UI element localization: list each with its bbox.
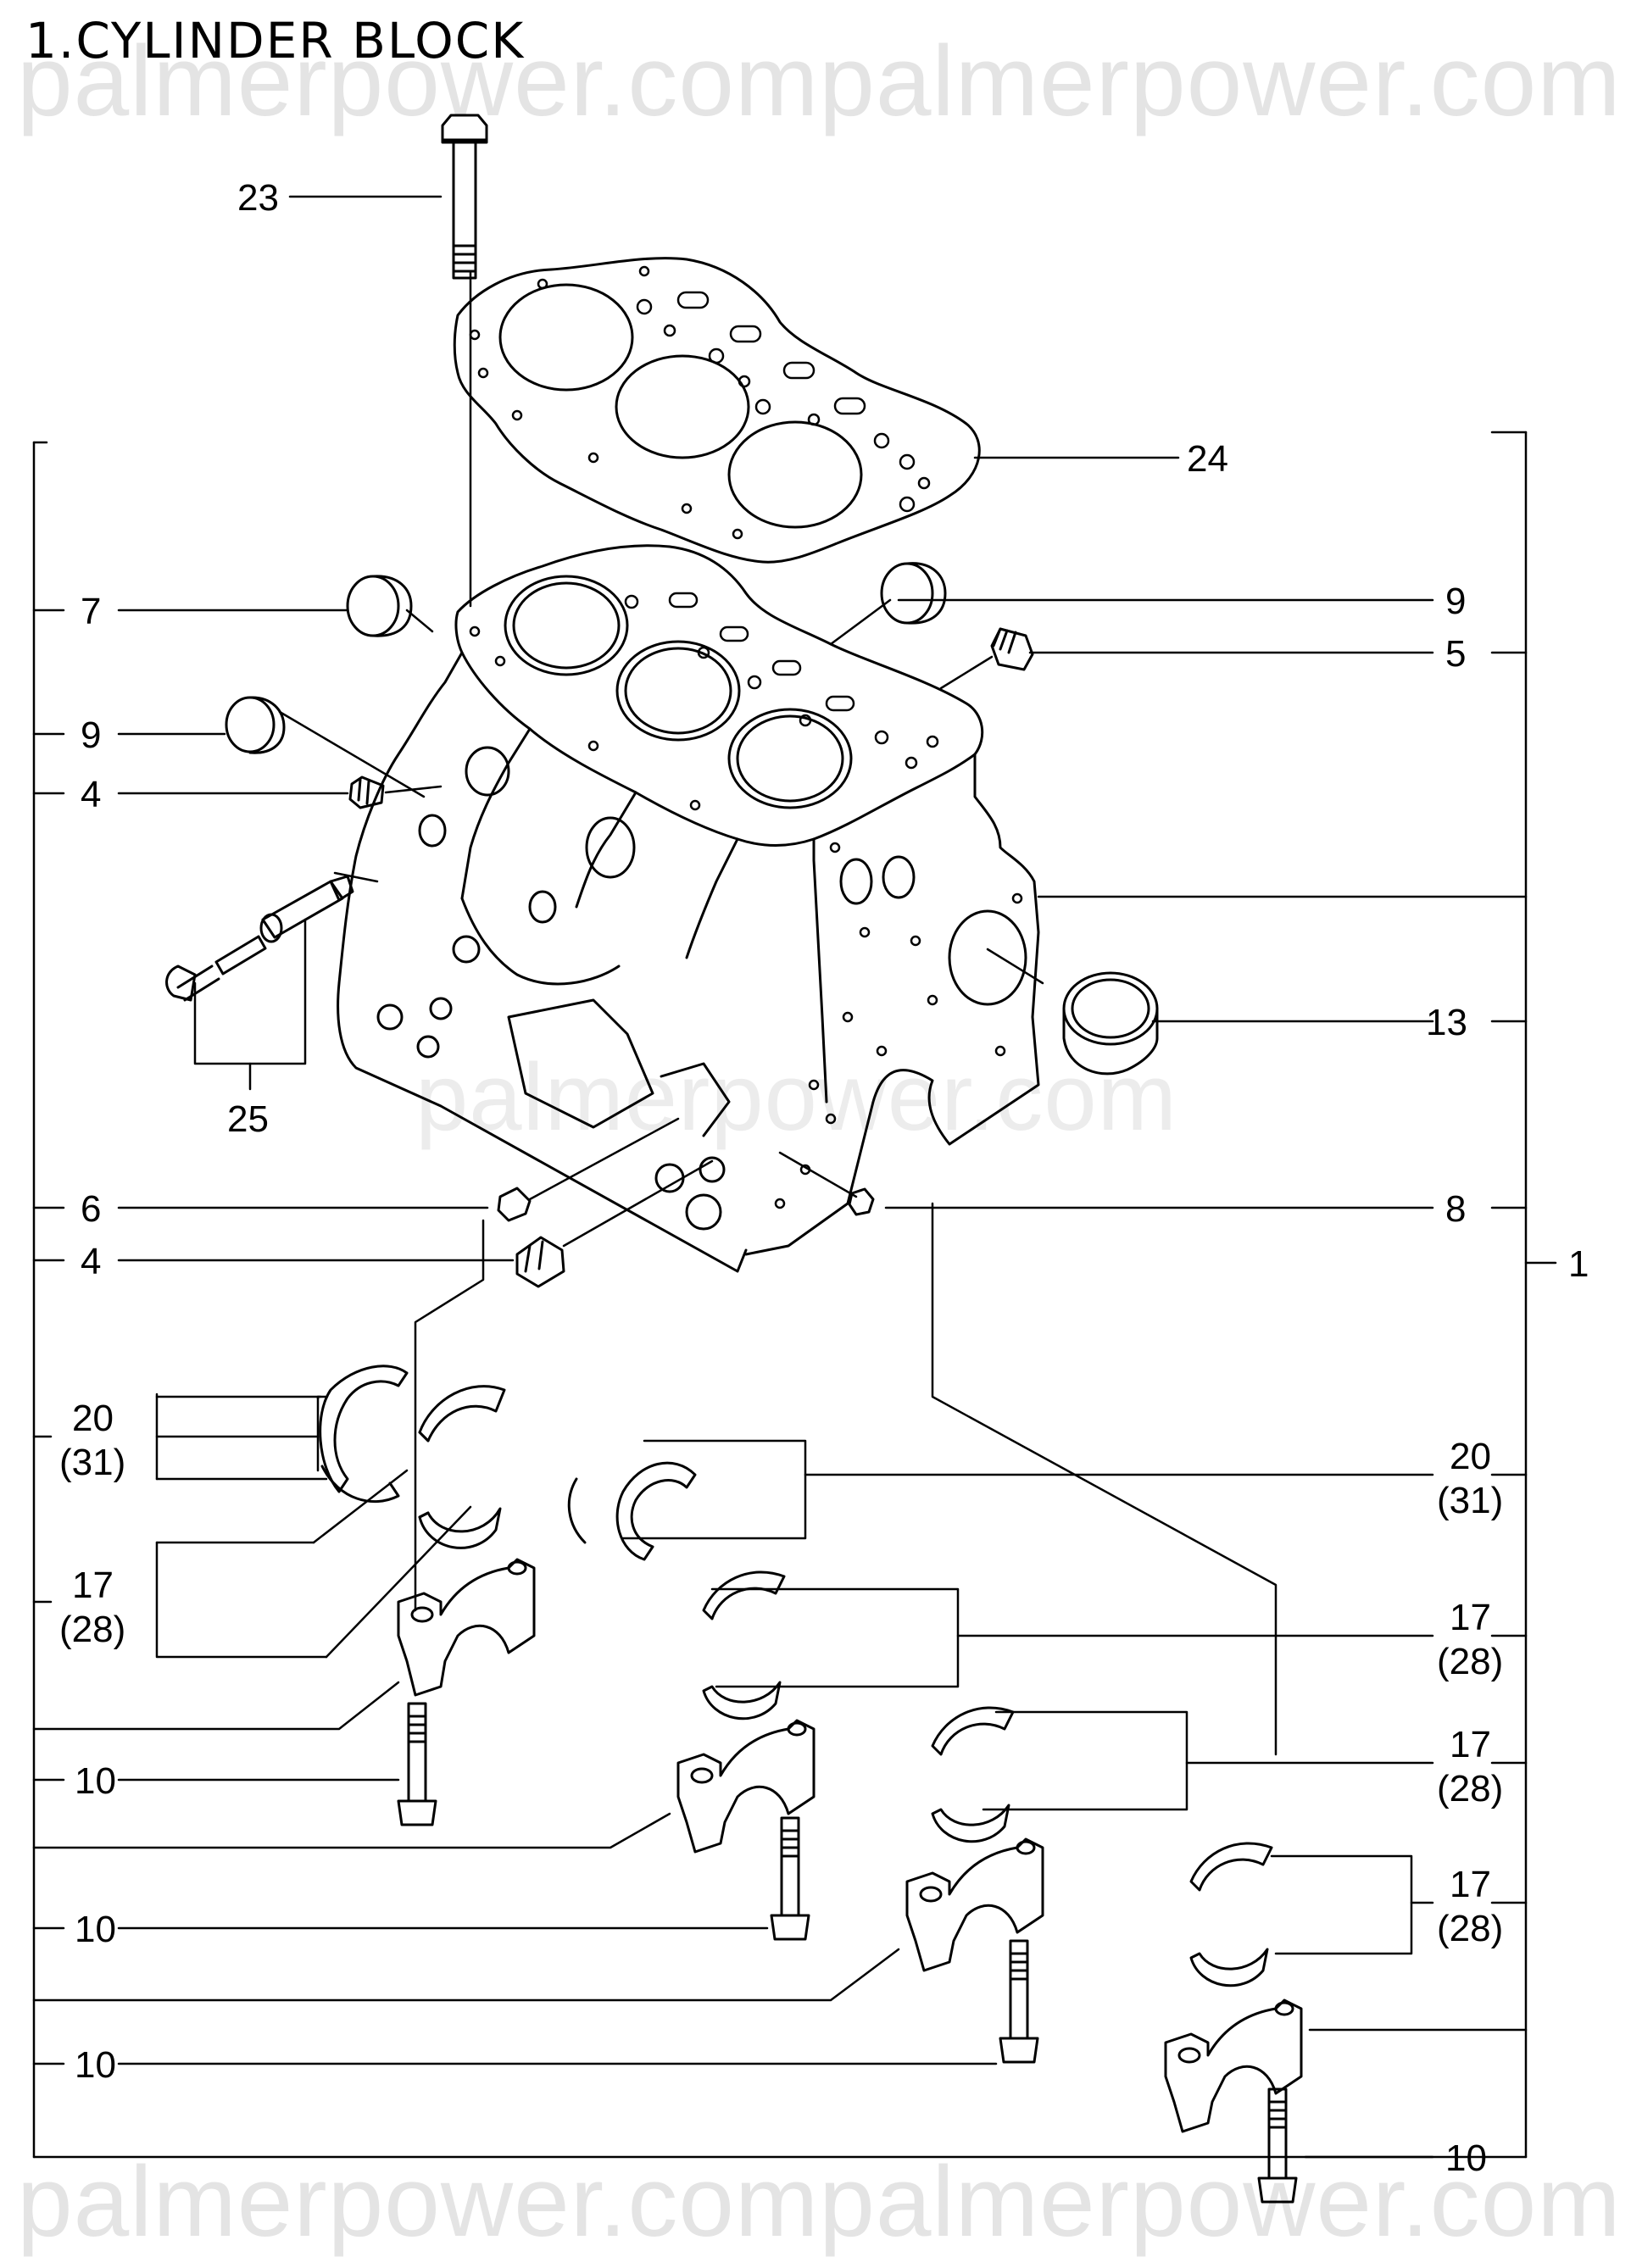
callout-17-right-2: 17: [1450, 1724, 1491, 1765]
callout-6: 6: [81, 1188, 101, 1230]
callout-9-left: 9: [81, 714, 101, 756]
callout-17-left: 17: [72, 1565, 114, 1606]
callout-17-right-1: 17: [1450, 1597, 1491, 1638]
thrust-washer-20-right: [567, 1461, 697, 1561]
callout-28-right-3: (28): [1437, 1908, 1503, 1949]
callout-24: 24: [1187, 438, 1228, 480]
leader-lines: [32, 195, 1557, 2159]
head-bolt-23: [441, 114, 488, 280]
cup-plug-9-left: [225, 696, 286, 754]
watermark-middle: palmerpower.com: [415, 1044, 1177, 1150]
callout-10-d: 10: [1445, 2137, 1487, 2179]
watermark-bottom: palmerpower.compalmerpower.com: [17, 2146, 1622, 2258]
thrust-washer-20-left: [319, 1365, 409, 1504]
cap-bolt-10-a: [397, 1702, 437, 1826]
callout-17-right-3: 17: [1450, 1864, 1491, 1905]
callout-8: 8: [1445, 1188, 1466, 1230]
callout-10-b: 10: [75, 1909, 116, 1950]
callout-28-left: (28): [59, 1609, 125, 1650]
callout-4-lower: 4: [81, 1241, 101, 1282]
cap-bolt-10-c: [999, 1939, 1039, 2064]
main-bearing-cap-3: [905, 1837, 1044, 1972]
bearing-shell-17-c: [931, 1706, 1015, 1843]
callout-28-right-2: (28): [1437, 1768, 1503, 1809]
callout-31-left: (31): [59, 1442, 125, 1483]
callout-13: 13: [1426, 1002, 1467, 1043]
callout-20-right: 20: [1450, 1436, 1491, 1477]
callout-1: 1: [1568, 1243, 1589, 1285]
cap-bolt-10-d: [1257, 2087, 1298, 2204]
watermark-top: palmerpower.compalmerpower.com: [17, 25, 1622, 137]
main-bearing-cap-2: [676, 1719, 816, 1854]
oil-switch-fitting-25: [165, 875, 354, 1002]
callout-25: 25: [227, 1098, 269, 1140]
callout-10-a: 10: [75, 1760, 116, 1802]
cup-plug-9-right: [880, 562, 947, 625]
callout-4-upper: 4: [81, 774, 101, 815]
bushing-13: [1062, 971, 1159, 1076]
plug-6: [497, 1187, 532, 1222]
cup-plug-7: [346, 575, 413, 637]
callout-31-right: (31): [1437, 1480, 1503, 1521]
bearing-shell-17-b: [702, 1570, 786, 1720]
bearing-shell-17-d: [1189, 1842, 1273, 1987]
cylinder-block-1: [337, 544, 1040, 1273]
plug-4-upper: [348, 775, 385, 809]
head-gasket-24: [453, 257, 981, 564]
callout-20-left: 20: [72, 1398, 114, 1439]
cap-bolt-10-b: [770, 1816, 810, 1941]
main-bearing-cap-4: [1164, 1998, 1303, 2133]
diagram-title: 1.CYLINDER BLOCK: [25, 12, 526, 69]
callout-7: 7: [81, 591, 101, 632]
plug-8: [848, 1187, 875, 1216]
callout-28-right-1: (28): [1437, 1641, 1503, 1682]
plug-5: [990, 627, 1034, 671]
plug-4-lower: [515, 1236, 565, 1288]
callout-labels: 23 24 7 9 5 9 4 25 13 6 8 4 1 20 (31) 20…: [59, 177, 1589, 2179]
bearing-shell-17-a: [418, 1385, 506, 1549]
callout-9-right: 9: [1445, 581, 1466, 622]
callout-10-c: 10: [75, 2044, 116, 2086]
callout-5: 5: [1445, 633, 1466, 675]
callout-23: 23: [237, 177, 279, 219]
main-bearing-cap-1: [397, 1558, 536, 1697]
